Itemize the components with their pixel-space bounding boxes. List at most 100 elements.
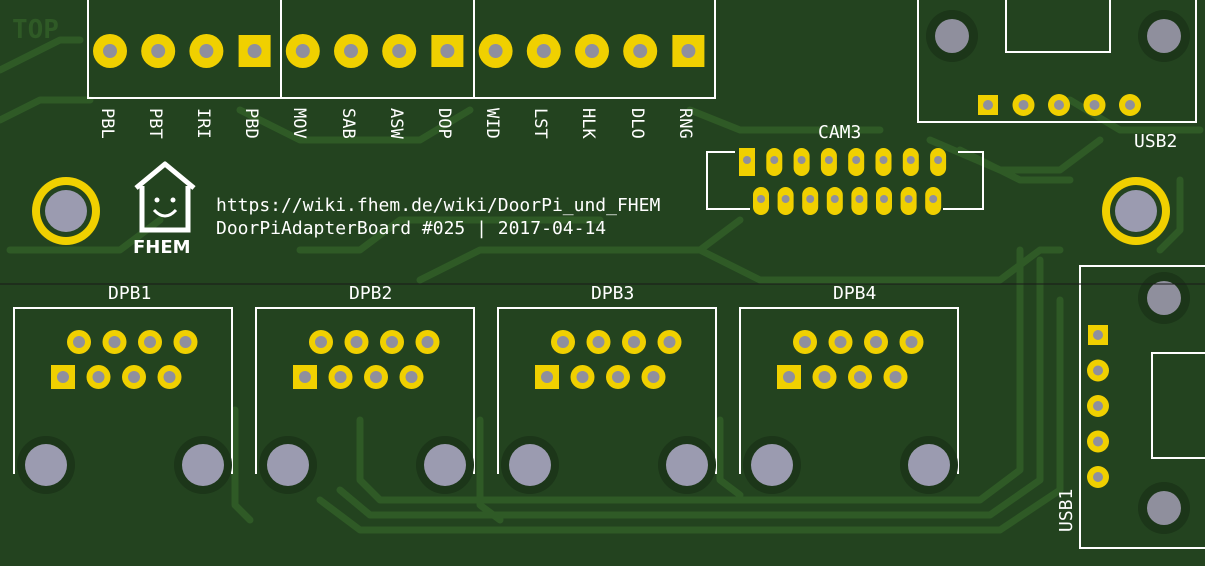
dpb-pad — [812, 365, 837, 389]
dpb-pad — [586, 330, 611, 354]
usb1-pad — [1087, 430, 1109, 453]
dpb-pad — [535, 365, 559, 389]
url-text: https://wiki.fhem.de/wiki/DoorPi_und_FHE… — [216, 195, 660, 216]
cam3-pad — [820, 148, 837, 176]
board-text: DoorPiAdapterBoard #025 | 2017-04-14 — [216, 218, 606, 239]
usb2-connector: USB2 — [917, 0, 1197, 152]
dpb-connector — [255, 307, 475, 494]
dpb-pad — [102, 330, 127, 354]
dpb-pad — [122, 365, 146, 389]
dpb3-label: DPB3 — [591, 283, 634, 304]
header-pins — [93, 34, 705, 68]
cam3-pad — [753, 187, 769, 215]
header-pin-pad — [478, 34, 513, 68]
pin-label-rng: RNG — [675, 108, 695, 139]
dpb-connector — [13, 307, 233, 494]
usb2-pad — [1083, 94, 1106, 116]
dpb-connectors: DPB1 DPB2 DPB3 DPB4 — [13, 283, 959, 494]
pin-label-asw: ASW — [386, 108, 406, 139]
layer-label: TOP — [12, 15, 59, 45]
mounting-holes — [32, 177, 1170, 245]
header-pin-pad — [431, 35, 464, 67]
copper-traces — [0, 36, 1204, 534]
cam3-pad — [848, 148, 865, 176]
header-pin-pad — [526, 34, 561, 68]
header-pin-labels: PBL PBT IRI PBD MOV SAB ASW DOP WID LST … — [97, 108, 695, 139]
usb2-pad — [978, 95, 998, 115]
cam3-pad — [902, 148, 919, 176]
usb1-pad — [1087, 395, 1109, 417]
dpb-pad — [793, 330, 817, 354]
dpb-pad — [344, 330, 369, 354]
dpb-pad — [570, 365, 595, 389]
header-pin-pad — [623, 34, 658, 68]
usb2-pad — [1119, 94, 1141, 116]
usb2-pad — [1012, 94, 1035, 116]
dpb-pad — [399, 365, 424, 389]
cam3-pad — [930, 148, 947, 176]
dpb-pad — [380, 330, 404, 354]
usb1-pad — [1087, 359, 1109, 382]
header-pin-pad — [238, 35, 271, 67]
dpb-pad — [293, 365, 317, 389]
header-pin-pad — [93, 34, 127, 68]
dpb-pad — [883, 365, 908, 389]
dpb4-label: DPB4 — [833, 283, 876, 304]
usb1-label: USB1 — [1056, 489, 1077, 532]
cam3-pad — [766, 148, 783, 176]
usb1-pad — [1087, 466, 1109, 488]
pin-label-pbl: PBL — [97, 108, 117, 139]
usb2-label: USB2 — [1134, 131, 1177, 152]
dpb-pad — [848, 365, 872, 389]
pin-label-sab: SAB — [338, 108, 358, 139]
dpb-pad — [173, 330, 198, 354]
dpb2-label: DPB2 — [349, 283, 392, 304]
pin-label-dop: DOP — [434, 108, 454, 139]
dpb1-label: DPB1 — [108, 283, 151, 304]
pin-label-hlk: HLK — [578, 108, 598, 139]
fhem-logo: FHEM — [133, 161, 196, 258]
dpb-pad — [641, 365, 666, 389]
dpb-pad — [606, 365, 630, 389]
pin-header — [87, 0, 716, 99]
pin-label-iri: IRI — [193, 108, 213, 139]
pin-label-pbd: PBD — [241, 108, 261, 139]
header-pin-pad — [285, 34, 320, 68]
dpb-pad — [51, 365, 75, 389]
header-pin-pad — [189, 34, 224, 68]
pin-label-dlo: DLO — [627, 108, 647, 139]
dpb-connector — [497, 307, 717, 494]
cam3-pad — [793, 148, 810, 176]
dpb-pad — [551, 330, 575, 354]
dpb-pad — [777, 365, 801, 389]
header-pin-pad — [141, 34, 176, 68]
header-pin-pad — [672, 35, 705, 67]
cam3-pad — [826, 187, 843, 215]
dpb-pad — [309, 330, 333, 354]
pin-label-wid: WID — [482, 108, 502, 139]
dpb-connector — [739, 307, 959, 494]
dpb-pad — [828, 330, 853, 354]
dpb-pad — [86, 365, 111, 389]
cam3-pad — [777, 187, 794, 215]
cam3-connector: CAM3 — [706, 122, 984, 215]
pin-label-mov: MOV — [289, 108, 309, 139]
cam3-pad — [802, 187, 819, 215]
dpb-pad — [622, 330, 646, 354]
cam3-pad — [739, 148, 755, 176]
cam3-pad — [925, 187, 942, 215]
dpb-pad — [157, 365, 182, 389]
header-pin-pad — [575, 34, 609, 68]
dpb-pad — [415, 330, 440, 354]
dpb-pad — [657, 330, 682, 354]
dpb-pad — [364, 365, 388, 389]
dpb-pad — [328, 365, 353, 389]
dpb-pad — [899, 330, 924, 354]
cam3-label: CAM3 — [818, 122, 861, 143]
fhem-logo-text: FHEM — [133, 237, 191, 258]
cam3-pad — [900, 187, 917, 215]
usb1-connector: USB1 — [1056, 265, 1205, 549]
header-pin-pad — [334, 34, 368, 68]
dpb-pad — [67, 330, 91, 354]
